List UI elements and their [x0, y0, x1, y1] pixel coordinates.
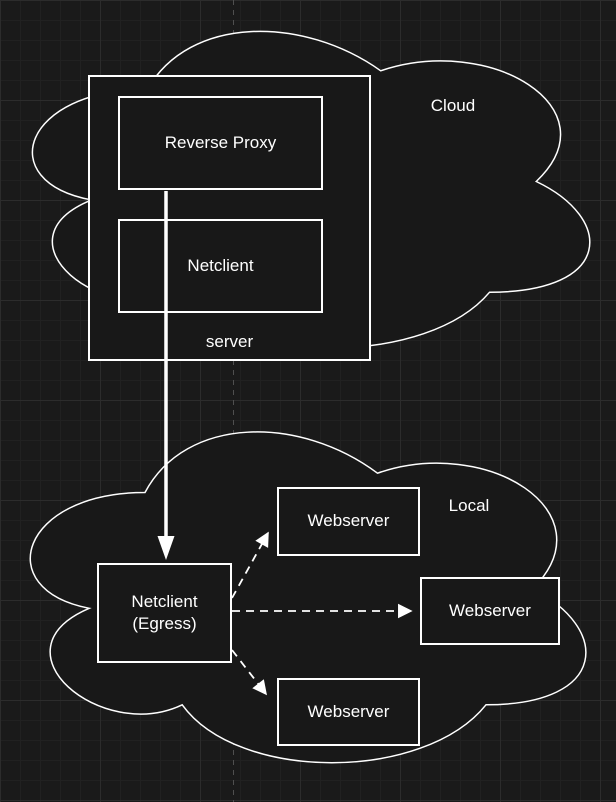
cloud-bottom-label: Local	[448, 496, 490, 515]
webserver-bottom-label: Webserver	[307, 701, 390, 721]
node-webserver-top[interactable]: Webserver	[277, 487, 420, 556]
node-webserver-right[interactable]: Webserver	[420, 577, 560, 645]
netclient-egress-label-line2: (Egress)	[132, 614, 197, 633]
node-reverse-proxy[interactable]: Reverse Proxy	[118, 96, 323, 190]
node-netclient-egress[interactable]: Netclient (Egress)	[97, 563, 232, 663]
reverse-proxy-label: Reverse Proxy	[164, 132, 277, 152]
netclient-egress-label-line1: Netclient	[131, 591, 198, 611]
webserver-right-label: Webserver	[449, 600, 531, 620]
webserver-top-label: Webserver	[307, 511, 390, 531]
netclient-label: Netclient	[187, 255, 254, 275]
node-netclient[interactable]: Netclient	[118, 219, 323, 313]
cloud-top-label: Cloud	[430, 96, 476, 115]
server-group-label: server	[205, 332, 254, 351]
cloud-shape-bottom[interactable]	[29, 431, 587, 764]
node-webserver-bottom[interactable]: Webserver	[277, 678, 420, 746]
